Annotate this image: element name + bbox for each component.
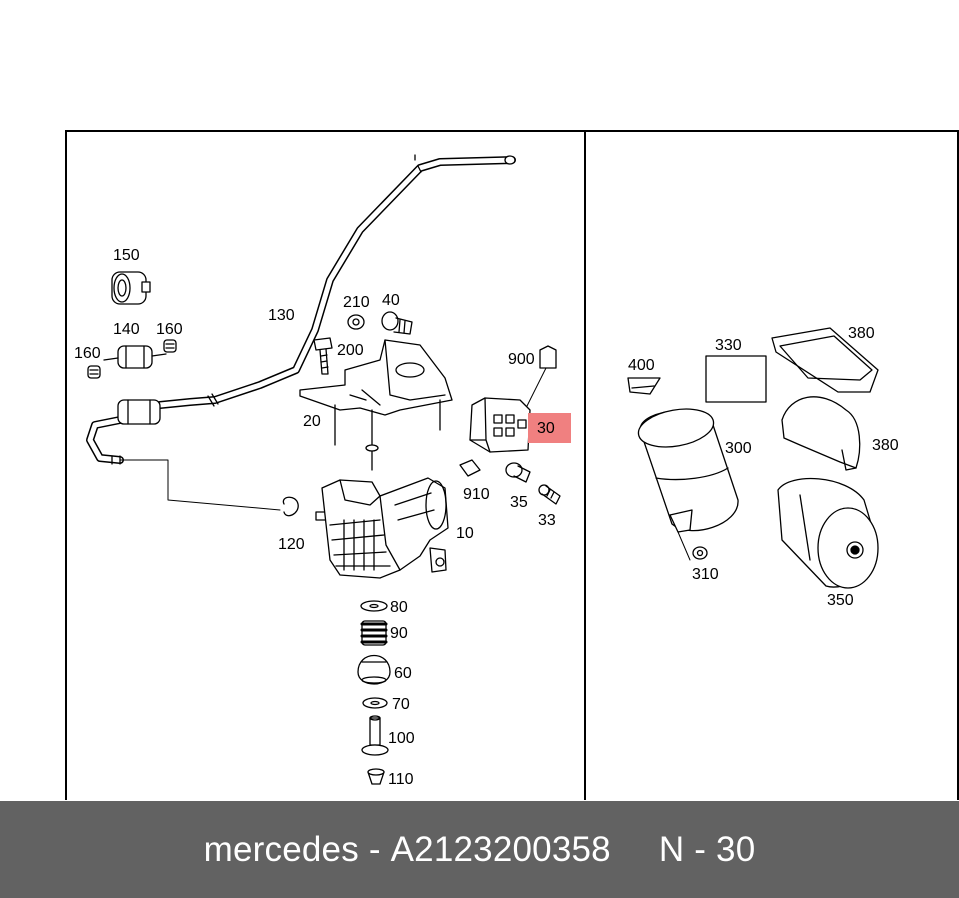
callout-380: 380	[872, 437, 899, 454]
callout-30: 30	[537, 420, 555, 437]
hose-loop-part	[86, 416, 124, 465]
seal-910	[459, 459, 481, 477]
callout-210: 210	[343, 294, 370, 311]
clamp-160-left	[87, 365, 101, 379]
callout-80: 80	[390, 599, 408, 616]
air-hose-part	[156, 154, 516, 409]
callout-310: 310	[692, 566, 719, 583]
spring-90	[360, 620, 388, 646]
screw-200	[313, 337, 333, 375]
callout-20: 20	[303, 413, 321, 430]
callout-90: 90	[390, 625, 408, 642]
callout-160: 160	[156, 321, 183, 338]
leader-line-120	[119, 459, 281, 511]
tank-300	[637, 408, 739, 533]
callout-130: 130	[268, 307, 295, 324]
washer-80	[360, 600, 388, 612]
callout-160: 160	[74, 345, 101, 362]
rubber-mount-60	[357, 655, 391, 685]
separator: -	[368, 829, 381, 869]
leader-line-310	[677, 531, 691, 561]
part-number: A2123200358	[390, 829, 611, 869]
drum-350	[777, 477, 879, 589]
callout-900: 900	[508, 351, 535, 368]
housing-380-cover	[781, 396, 861, 471]
callout-110: 110	[388, 771, 414, 788]
fitting-35	[505, 462, 531, 483]
callout-350: 350	[827, 592, 854, 609]
callout-400: 400	[628, 357, 655, 374]
callout-70: 70	[392, 696, 410, 713]
callout-150: 150	[113, 247, 140, 264]
callout-33: 33	[538, 512, 556, 529]
callout-35: 35	[510, 494, 528, 511]
brand-name: mercedes	[203, 829, 359, 869]
compressor-10	[321, 477, 449, 579]
callout-140: 140	[113, 321, 140, 338]
filter-housing-150	[111, 271, 151, 305]
footer-bar: mercedes - A2123200358 N - 30	[0, 801, 959, 898]
callout-300: 300	[725, 440, 752, 457]
callout-120: 120	[278, 536, 305, 553]
valve-block-30	[469, 397, 531, 453]
callout-200: 200	[337, 342, 364, 359]
lid-380-top	[771, 327, 879, 393]
pin-100	[361, 715, 389, 756]
connector-900	[539, 345, 557, 369]
nut-210	[347, 314, 365, 330]
right-panel-frame	[584, 130, 959, 800]
callout-380: 380	[848, 325, 875, 342]
pad-330	[705, 355, 767, 403]
cover-400	[627, 377, 661, 395]
callout-330: 330	[715, 337, 742, 354]
callout-60: 60	[394, 665, 412, 682]
nut-310	[692, 546, 708, 560]
highlight-30	[528, 413, 571, 443]
inline-filter-140	[103, 345, 167, 369]
callout-910: 910	[463, 486, 490, 503]
bolt-40	[381, 311, 413, 335]
parts-diagram: 150 140 160 160 130 210 40 200 20 900 30…	[65, 130, 959, 800]
position-label: N - 30	[658, 829, 756, 869]
clip-120	[282, 496, 327, 521]
inline-filter-part	[117, 399, 161, 425]
callout-40: 40	[382, 292, 400, 309]
clamp-160-right	[163, 339, 177, 353]
fitting-33	[538, 484, 561, 505]
callout-10: 10	[456, 525, 474, 542]
washer-70	[362, 697, 388, 709]
cap-110	[367, 768, 385, 785]
mounting-bracket-20	[299, 339, 453, 471]
callout-100: 100	[388, 730, 415, 747]
